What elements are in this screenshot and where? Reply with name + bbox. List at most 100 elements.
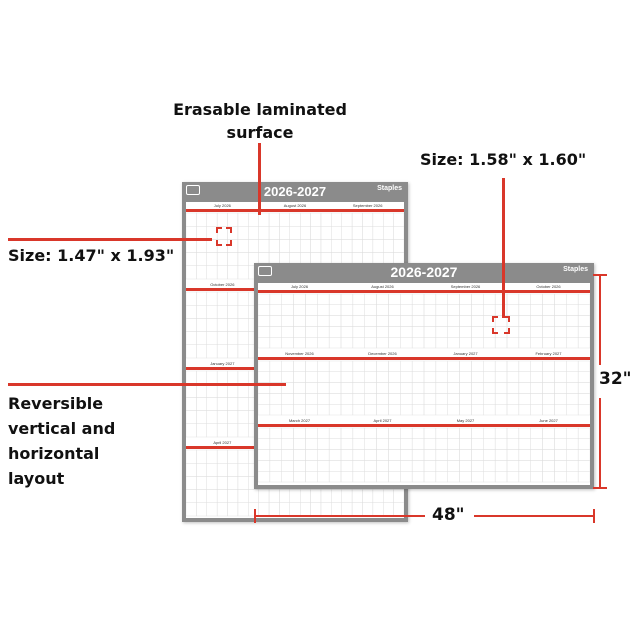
day-cell	[293, 470, 306, 483]
day-cell	[483, 360, 496, 373]
day-cell	[281, 371, 294, 383]
day-cell	[542, 371, 555, 383]
day-cell	[483, 427, 496, 440]
day-cell	[196, 397, 207, 411]
day-cell	[196, 291, 207, 306]
day-cell	[281, 438, 294, 450]
day-cell	[206, 410, 218, 425]
day-cell	[328, 304, 342, 316]
day-cell	[400, 403, 413, 416]
day-cell	[293, 382, 306, 394]
day-cell	[435, 449, 448, 461]
day-cell	[351, 226, 363, 240]
day-cell	[372, 212, 384, 227]
day-cell	[400, 427, 413, 440]
day-cell	[281, 293, 294, 306]
weekday-bar	[258, 290, 590, 293]
day-cell	[459, 393, 472, 405]
day-cell	[364, 470, 377, 483]
day-cell	[281, 403, 294, 416]
day-cell	[459, 470, 472, 483]
day-cell	[216, 502, 228, 517]
day-cell	[423, 438, 437, 450]
day-cell	[435, 304, 448, 316]
day-cell	[227, 331, 239, 346]
day-cell	[483, 438, 496, 450]
day-cell	[388, 470, 401, 483]
callout-line: surface	[226, 123, 294, 142]
width-dimension-cap-right	[593, 509, 595, 523]
day-cell	[411, 460, 425, 472]
day-cell	[376, 438, 389, 450]
day-cell	[506, 427, 520, 440]
month-label: August 2026	[284, 203, 307, 208]
day-cell	[459, 360, 472, 373]
day-cell	[542, 438, 555, 450]
day-cell	[364, 315, 377, 327]
day-cell	[328, 470, 342, 483]
day-cell	[258, 393, 271, 405]
day-cell	[566, 460, 579, 472]
day-cell	[388, 427, 401, 440]
day-cell	[317, 382, 330, 394]
day-cell	[293, 393, 306, 405]
day-cell	[206, 502, 218, 517]
day-cell	[258, 293, 271, 306]
day-cell	[293, 460, 306, 472]
callout-line: Reversible	[8, 394, 104, 413]
day-cell	[411, 315, 425, 327]
logo-icon	[186, 185, 200, 195]
day-cell	[269, 337, 282, 349]
day-cell	[305, 438, 318, 450]
day-cell	[518, 315, 531, 327]
day-cell	[494, 371, 508, 383]
month-label: October 2026	[210, 282, 235, 287]
day-cell	[566, 304, 579, 316]
day-cell	[340, 337, 354, 349]
day-cell	[383, 239, 394, 253]
day-cell	[388, 337, 401, 349]
day-cell	[506, 470, 520, 483]
day-cell	[293, 403, 306, 416]
day-cell	[340, 382, 354, 394]
day-cell	[566, 470, 579, 483]
day-cell	[400, 393, 413, 405]
day-cell	[352, 337, 365, 349]
day-cell	[494, 438, 508, 450]
day-cell	[305, 337, 318, 349]
day-cell	[305, 360, 318, 373]
day-cell	[518, 460, 531, 472]
day-cell	[186, 252, 197, 266]
day-cell	[237, 423, 249, 438]
day-cell	[447, 403, 460, 416]
day-cell	[206, 463, 218, 477]
day-cell	[566, 403, 579, 416]
day-cell	[471, 427, 484, 440]
day-cell	[400, 337, 413, 349]
day-cell	[554, 382, 567, 394]
day-cell	[206, 489, 218, 504]
day-cell	[227, 383, 239, 398]
day-cell	[388, 438, 401, 450]
day-cell	[310, 489, 322, 504]
day-cell	[506, 403, 520, 416]
day-cell	[216, 265, 228, 280]
day-cell	[383, 226, 394, 240]
day-cell	[289, 239, 301, 253]
leader-line-size-vertical	[8, 238, 212, 241]
day-cell	[352, 371, 365, 383]
day-cell	[518, 337, 531, 349]
day-cell	[196, 212, 207, 227]
day-cell	[248, 226, 259, 240]
day-cell	[554, 326, 567, 338]
day-cell	[530, 460, 543, 472]
day-cell	[269, 449, 282, 461]
day-cell	[364, 460, 377, 472]
day-cell	[383, 212, 394, 227]
day-cell	[328, 460, 342, 472]
day-cell	[577, 371, 590, 383]
day-cell	[376, 304, 389, 316]
day-cell	[268, 489, 280, 504]
callout-erasable-surface: Erasable laminated surface	[150, 98, 370, 144]
day-cell	[554, 360, 567, 373]
